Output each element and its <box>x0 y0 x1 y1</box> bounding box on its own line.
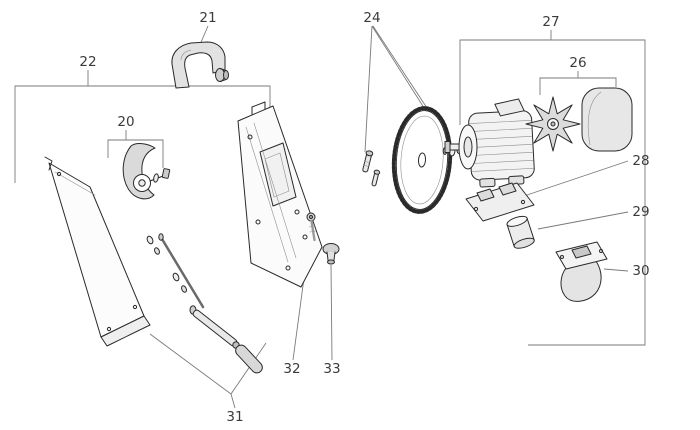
part-fan-art <box>525 96 581 152</box>
leader-31-tick <box>230 393 236 409</box>
part-label-22: 22 <box>79 54 96 70</box>
part-motor-mount-art <box>465 182 535 222</box>
part-label-28: 28 <box>632 153 649 169</box>
part-saw-blade-art <box>391 106 453 214</box>
leader-26-bracket <box>539 77 617 95</box>
part-label-32: 32 <box>283 361 300 377</box>
part-blade-guard-cover-art <box>171 41 229 89</box>
parts-artwork <box>44 41 633 374</box>
part-label-24: 24 <box>363 10 380 26</box>
leader-27-bracket <box>459 39 646 346</box>
part-label-20: 20 <box>117 114 134 130</box>
part-crank-assembly-art <box>146 233 263 374</box>
part-label-27: 27 <box>542 14 559 30</box>
part-blade-bolts-art <box>362 150 381 187</box>
part-label-21: 21 <box>199 10 216 26</box>
part-fan-cover-art <box>581 87 633 152</box>
leader-29 <box>537 211 629 230</box>
part-motor-art <box>444 98 535 188</box>
leader-lines <box>14 25 646 409</box>
part-knob-art <box>322 243 340 265</box>
part-pulley-bracket-art <box>122 143 171 200</box>
part-label-33: 33 <box>323 361 340 377</box>
part-label-31: 31 <box>226 409 243 425</box>
leader-28 <box>523 160 629 197</box>
part-switch-art <box>555 241 608 302</box>
part-side-panel-art <box>44 156 151 347</box>
part-label-29: 29 <box>632 204 649 220</box>
leader-30 <box>603 268 629 272</box>
leader-33 <box>330 264 333 361</box>
part-lock-bolt-art <box>306 212 317 242</box>
part-label-26: 26 <box>569 55 586 71</box>
part-capacitor-art <box>506 215 535 249</box>
leader-20-bracket <box>107 139 164 168</box>
part-main-frame-art <box>237 101 323 288</box>
part-labels: 21 22 20 24 27 26 28 29 30 31 32 33 <box>79 10 649 425</box>
leader-24a <box>364 25 373 153</box>
leader-22-bracket <box>14 85 271 183</box>
part-label-30: 30 <box>632 263 649 279</box>
